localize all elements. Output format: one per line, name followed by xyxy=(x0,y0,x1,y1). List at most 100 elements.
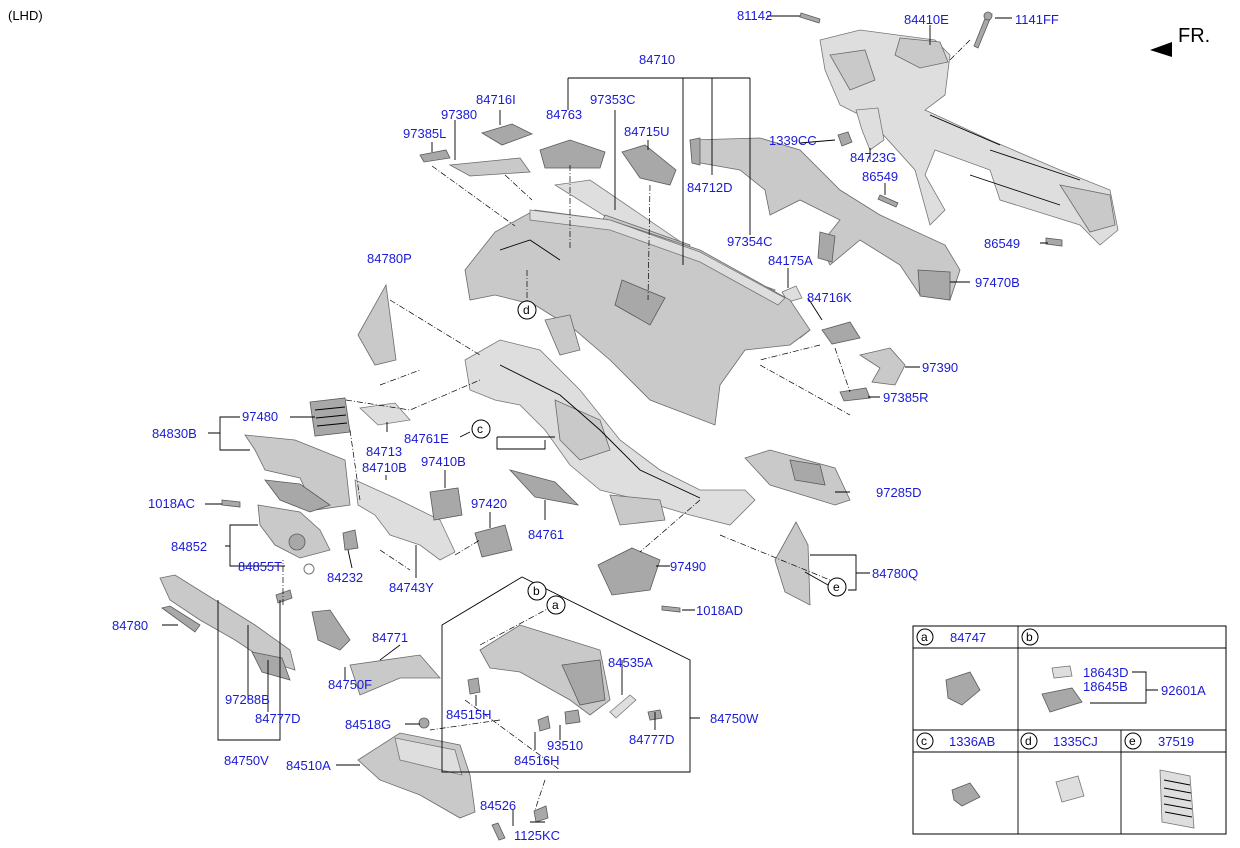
knee-panel-84750f xyxy=(311,609,351,651)
part-callouts: 81142 84410E 1141FF 84710 84716I 97380 9… xyxy=(112,8,1059,843)
side-defroster-97385r xyxy=(839,387,871,402)
callout-84750v: 84750V xyxy=(224,753,269,768)
callout-84855t: 84855T xyxy=(238,559,282,574)
callout-84175a: 84175A xyxy=(768,253,813,268)
callout-84830b: 84830B xyxy=(152,426,197,441)
cowl-cross-bar-assy xyxy=(819,29,1119,246)
callout-84761e: 84761E xyxy=(404,431,449,446)
callout-84777d-right: 84777D xyxy=(629,732,675,747)
callout-1125kc: 1125KC xyxy=(514,828,560,843)
callout-97354c: 97354C xyxy=(727,234,773,249)
switch-84232 xyxy=(342,529,359,551)
callout-97480: 97480 xyxy=(242,409,278,424)
crash-pad-frame xyxy=(464,314,756,526)
ref-circle-e: e xyxy=(827,577,847,597)
front-label: FR. xyxy=(1178,25,1210,47)
callout-84743y: 84743Y xyxy=(389,580,434,595)
side-defroster-duct-97390 xyxy=(858,347,906,386)
callout-84852: 84852 xyxy=(171,539,207,554)
callout-97385r: 97385R xyxy=(883,390,929,405)
bulb-18643d-icon xyxy=(1051,665,1073,679)
svg-text:d: d xyxy=(523,303,530,317)
clip-84515h-icon xyxy=(467,677,481,695)
callout-86549-upper: 86549 xyxy=(862,169,898,184)
callout-97470b: 97470B xyxy=(975,275,1020,290)
legend-cell-a: a 84747 xyxy=(916,628,986,706)
air-vent-97480 xyxy=(309,397,351,437)
clip-1335cj-icon xyxy=(1055,775,1085,803)
callout-1018ac: 1018AC xyxy=(148,496,195,511)
callout-84715u: 84715U xyxy=(624,124,670,139)
glove-box-84510a xyxy=(357,732,476,819)
bracket-84723g xyxy=(855,107,885,151)
speaker-grille-84716i xyxy=(481,123,534,146)
bolt-86549-upper-icon xyxy=(877,194,899,208)
callout-97410b: 97410B xyxy=(421,454,466,469)
legend-cell-d: d 1335CJ xyxy=(1020,732,1098,803)
callout-84712d: 84712D xyxy=(687,180,733,195)
callout-97490: 97490 xyxy=(670,559,706,574)
callout-84710b: 84710B xyxy=(362,460,407,475)
callout-84780: 84780 xyxy=(112,618,148,633)
callout-84780q: 84780Q xyxy=(872,566,918,581)
air-vent-97410b xyxy=(429,487,463,521)
callout-84763: 84763 xyxy=(546,107,582,122)
front-direction-indicator: FR. xyxy=(1150,25,1210,57)
callout-84723g: 84723G xyxy=(850,150,896,165)
callout-97285d: 97285D xyxy=(876,485,922,500)
screw-1018ad-icon xyxy=(661,605,681,613)
callout-81142: 81142 xyxy=(737,8,772,23)
callout-84713: 84713 xyxy=(366,444,402,459)
center-air-duct xyxy=(689,137,961,301)
callout-84515h: 84515H xyxy=(446,707,492,722)
callout-84526: 84526 xyxy=(480,798,516,813)
legend-part-1336ab: 1336AB xyxy=(949,734,995,749)
callout-84761: 84761 xyxy=(528,527,564,542)
legend-cell-c: c 1336AB xyxy=(916,732,995,807)
svg-text:d: d xyxy=(1025,734,1032,748)
callout-97288b: 97288B xyxy=(225,692,270,707)
callout-93510: 93510 xyxy=(547,738,583,753)
svg-text:b: b xyxy=(1026,630,1033,644)
legend-cell-b: b 18643D 18645B 92601A xyxy=(1021,628,1206,713)
callout-97420: 97420 xyxy=(471,496,507,511)
front-arrow-icon xyxy=(1150,42,1172,57)
glove-box-housing-84750w xyxy=(479,624,611,716)
center-fascia-84710b xyxy=(354,479,456,561)
callout-84716k: 84716K xyxy=(807,290,852,305)
pad-37519-icon xyxy=(1159,769,1195,829)
callout-84750f: 84750F xyxy=(328,677,372,692)
clip-84747-icon xyxy=(945,671,981,706)
callout-97385l: 97385L xyxy=(403,126,446,141)
screw-1125kc-icon xyxy=(533,805,549,823)
speaker-grille-84716k xyxy=(821,321,861,345)
switch-93510-icon xyxy=(564,709,581,725)
callout-97380: 97380 xyxy=(441,107,477,122)
air-vent-97420 xyxy=(474,524,513,558)
variant-label: (LHD) xyxy=(8,8,43,23)
legend-part-84747: 84747 xyxy=(950,630,986,645)
legend-table: a 84747 b 18643D 18645B 92601A c 1336AB … xyxy=(912,625,1227,835)
defroster-nozzle-97380 xyxy=(448,157,531,177)
lower-panel-84780 xyxy=(159,574,296,681)
bolt-1141ff-icon xyxy=(973,11,993,49)
stopper-84526-icon xyxy=(491,822,506,841)
ref-circle-c: c xyxy=(471,419,491,439)
bolt-81142-icon xyxy=(799,12,821,24)
bolt-86549-lower-icon xyxy=(1045,237,1063,247)
clip-84516h-icon xyxy=(537,715,551,732)
callout-1141ff: 1141FF xyxy=(1015,12,1059,27)
cluster-fascia-84830b xyxy=(244,434,351,513)
callout-84232: 84232 xyxy=(327,570,363,585)
svg-text:e: e xyxy=(833,580,840,594)
callout-84516h: 84516H xyxy=(514,753,560,768)
svg-text:a: a xyxy=(552,598,559,612)
legend-part-18643d: 18643D xyxy=(1083,665,1129,680)
trim-84771 xyxy=(349,654,441,696)
callout-84710: 84710 xyxy=(639,52,675,67)
tray-97285d xyxy=(744,449,851,506)
callout-84771: 84771 xyxy=(372,630,408,645)
legend-part-92601a: 92601A xyxy=(1161,683,1206,698)
callout-84518g: 84518G xyxy=(345,717,391,732)
